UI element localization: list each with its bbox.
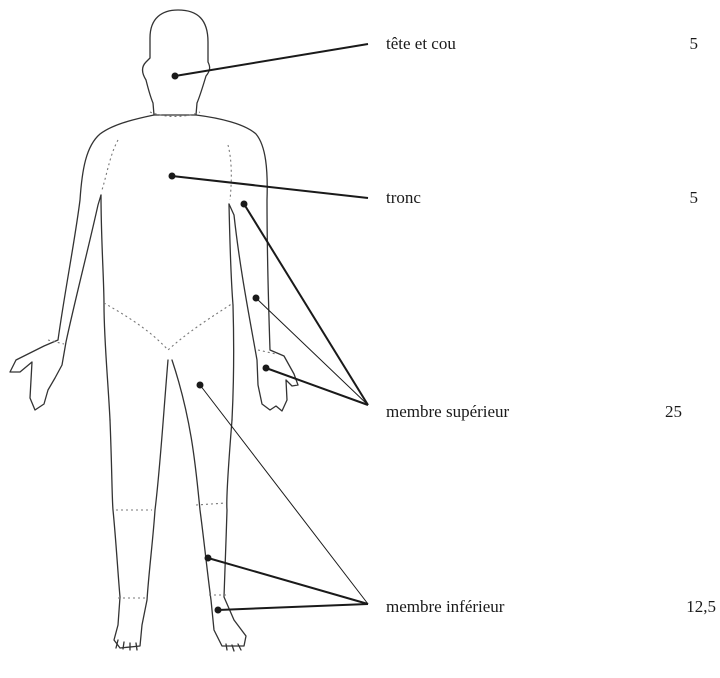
point-upper-arm [241, 201, 248, 208]
point-leg [205, 555, 212, 562]
leader-lower-limb-3 [218, 604, 368, 610]
point-forearm [253, 295, 260, 302]
left-toes [116, 640, 137, 650]
label-trunk: tronc [386, 188, 421, 208]
leader-lower-limb-2 [208, 558, 368, 604]
right-toes [226, 644, 241, 651]
leader-upper-limb-3 [266, 368, 368, 405]
body-outline [10, 10, 298, 651]
right-leg-outline [172, 360, 246, 646]
value-head-neck: 5 [638, 34, 698, 54]
torso-left-outline [101, 195, 110, 420]
leader-trunk [172, 176, 368, 198]
value-trunk: 5 [638, 188, 698, 208]
right-arm-outline [196, 115, 298, 411]
point-hand [263, 365, 270, 372]
value-upper-limb: 25 [622, 402, 682, 422]
left-arm-outline [10, 115, 154, 410]
point-foot [215, 607, 222, 614]
head-outline [143, 10, 210, 115]
region-boundaries [48, 112, 276, 598]
label-head-neck: tête et cou [386, 34, 456, 54]
right-shoulder-boundary [228, 145, 231, 200]
label-upper-limb: membre supérieur [386, 402, 509, 422]
left-shoulder-boundary [102, 140, 118, 190]
label-lower-limb: membre inférieur [386, 597, 504, 617]
torso-right-outline [229, 204, 234, 420]
leader-head-neck [175, 44, 368, 76]
value-lower-limb: 12,5 [656, 597, 716, 617]
groin-boundary [104, 303, 233, 350]
point-thigh [197, 382, 204, 389]
right-knee-boundary [196, 503, 226, 505]
left-leg-outline [110, 360, 168, 648]
neck-boundary [150, 112, 200, 117]
point-trunk [169, 173, 176, 180]
point-head-neck [172, 73, 179, 80]
